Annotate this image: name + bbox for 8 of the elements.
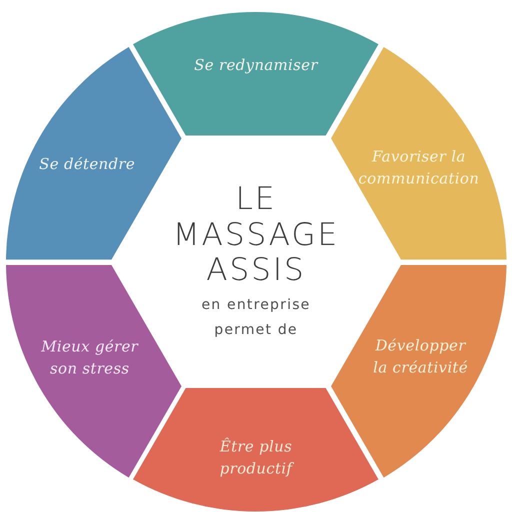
segment-label: Mieux gérer son stress <box>40 336 140 380</box>
heading-text: LE MASSAGE ASSIS <box>172 182 340 290</box>
segment-label: Se redynamiser <box>194 54 318 76</box>
segment-label: Se détendre <box>39 154 136 176</box>
segment-label: Développer la créativité <box>372 335 469 379</box>
segment-label: Être plus productif <box>218 436 296 480</box>
subheading-text: en entreprise permet de <box>200 296 312 340</box>
segment-label: Favoriser la communication <box>357 146 480 190</box>
